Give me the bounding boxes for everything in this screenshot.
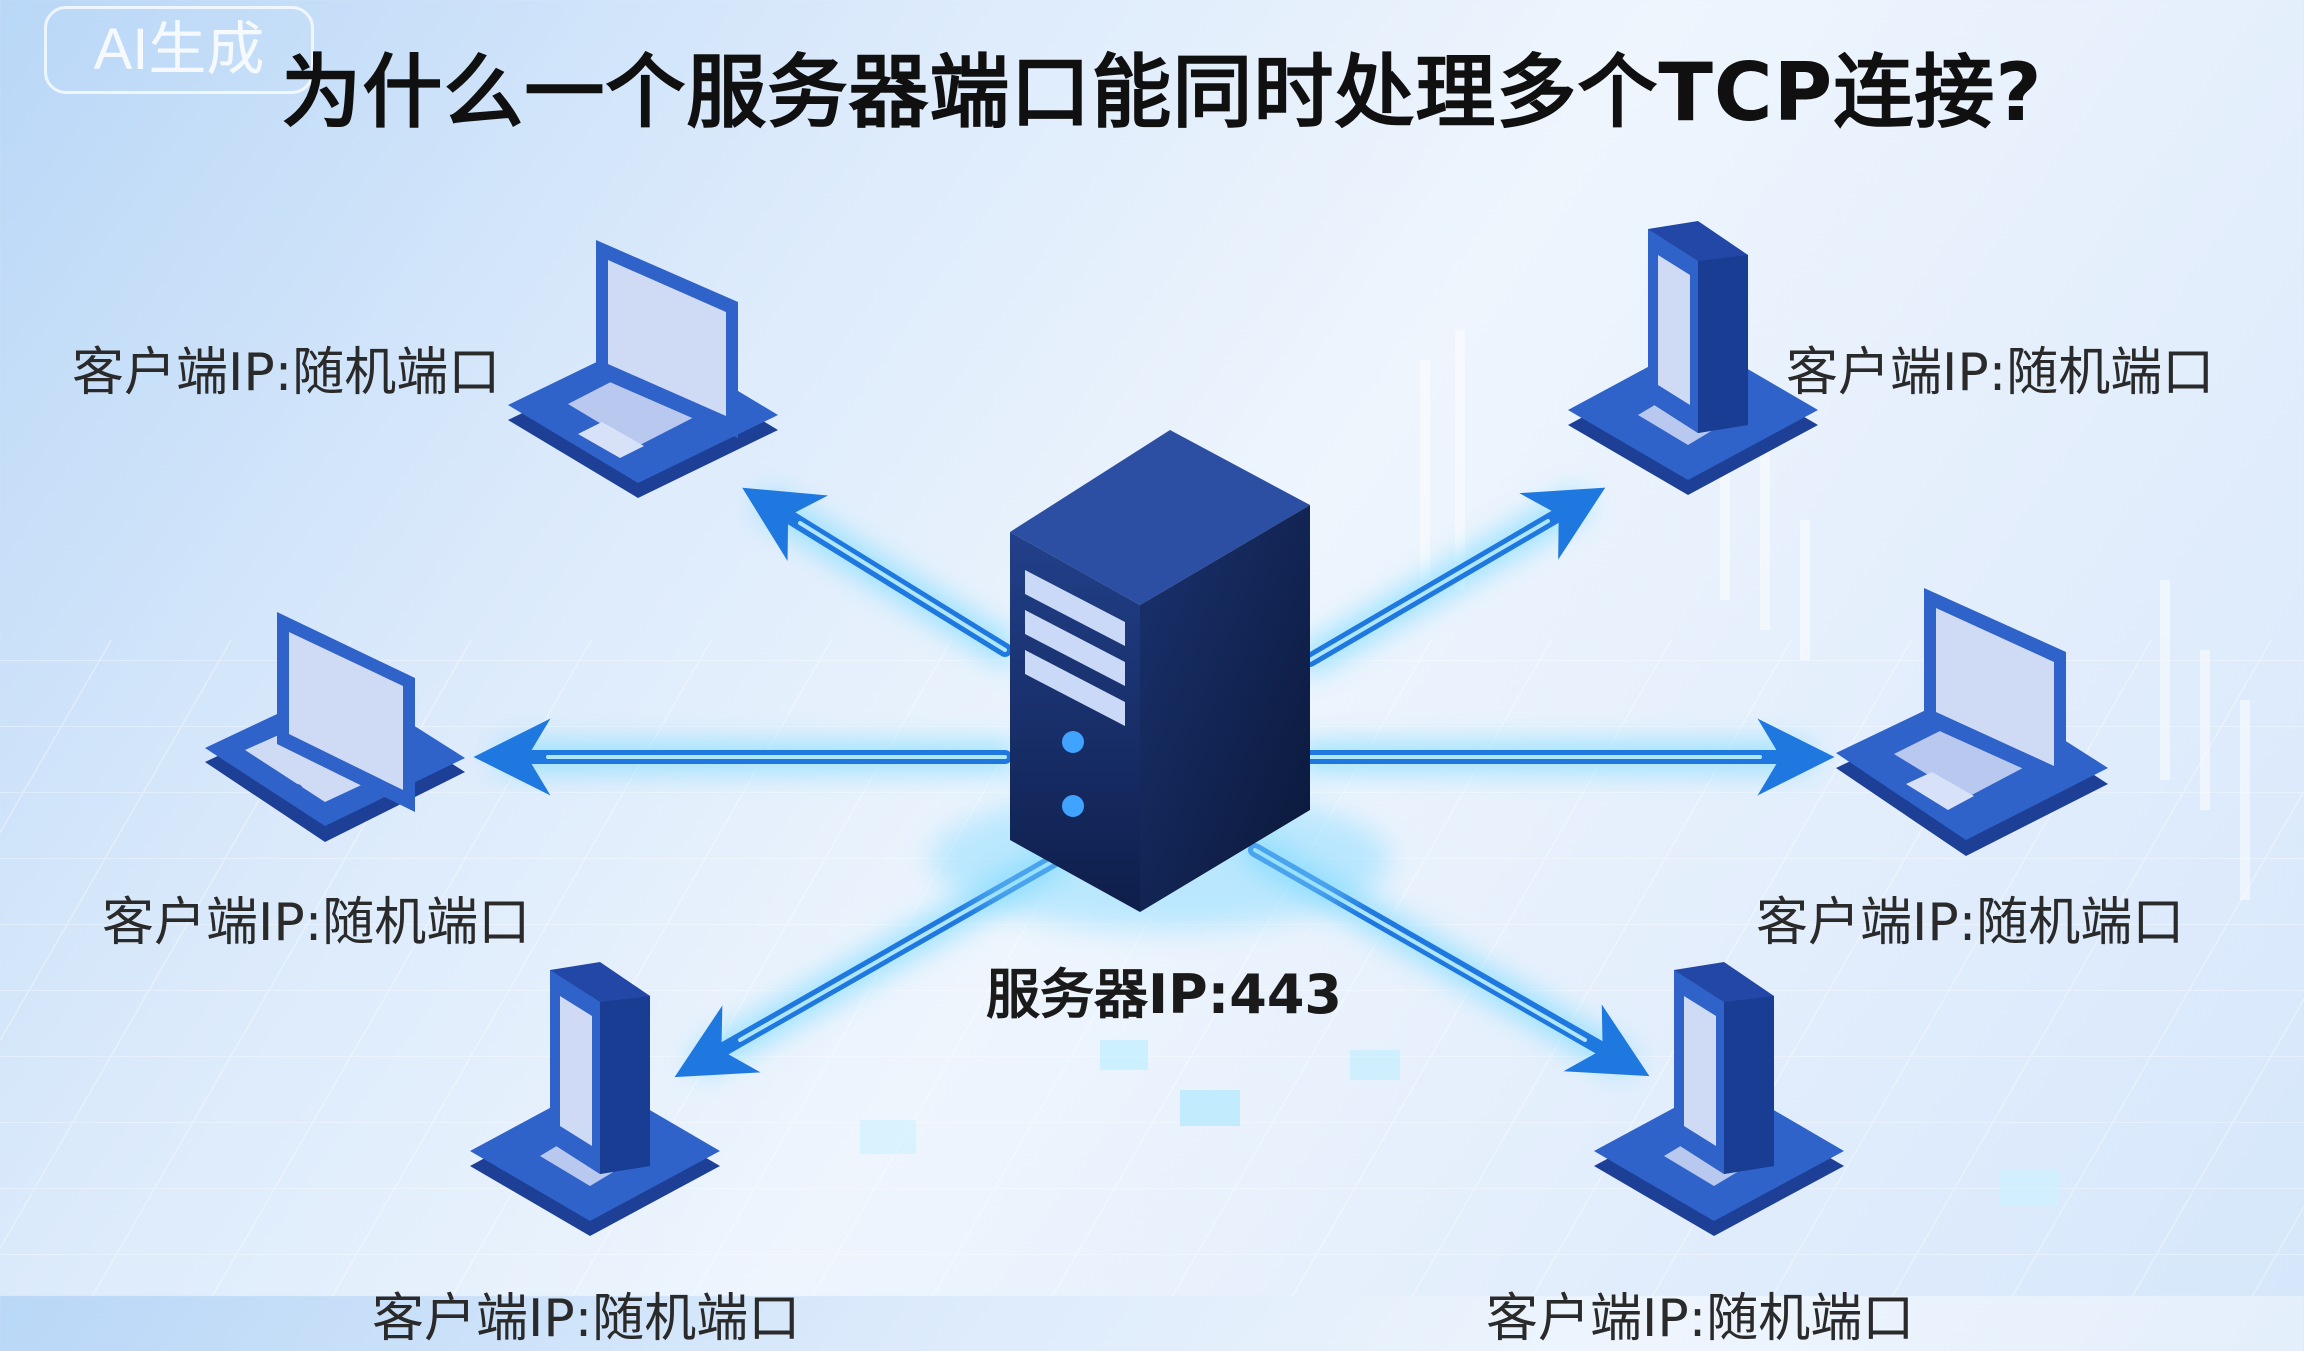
server-tower-icon bbox=[930, 430, 1390, 930]
server-label: 服务器IP:443 bbox=[986, 963, 1342, 1026]
client-label-top-left: 客户端IP:随机端口 bbox=[72, 343, 501, 403]
client-label-bottom-left: 客户端IP:随机端口 bbox=[372, 1289, 801, 1349]
client-label-mid-left: 客户端IP:随机端口 bbox=[102, 893, 531, 953]
client-label-bottom-right: 客户端IP:随机端口 bbox=[1486, 1289, 1915, 1349]
client-label-mid-right: 客户端IP:随机端口 bbox=[1756, 893, 2185, 953]
background-data-bars bbox=[1420, 330, 2250, 900]
diagram-canvas bbox=[0, 221, 2304, 1296]
client-bottom-left-phone-icon bbox=[470, 962, 720, 1236]
page-title: 为什么一个服务器端口能同时处理多个TCP连接? bbox=[281, 46, 2043, 139]
client-bottom-right-phone-icon bbox=[1594, 962, 1844, 1236]
client-top-right-phone-icon bbox=[1568, 221, 1818, 495]
client-label-top-right: 客户端IP:随机端口 bbox=[1786, 343, 2215, 403]
client-top-left-laptop-icon bbox=[508, 240, 778, 498]
client-mid-right-laptop-icon bbox=[1836, 588, 2108, 856]
client-mid-left-laptop-icon bbox=[205, 612, 465, 842]
diagram-svg bbox=[0, 221, 2304, 1296]
ai-generated-watermark: AI生成 bbox=[44, 6, 314, 94]
